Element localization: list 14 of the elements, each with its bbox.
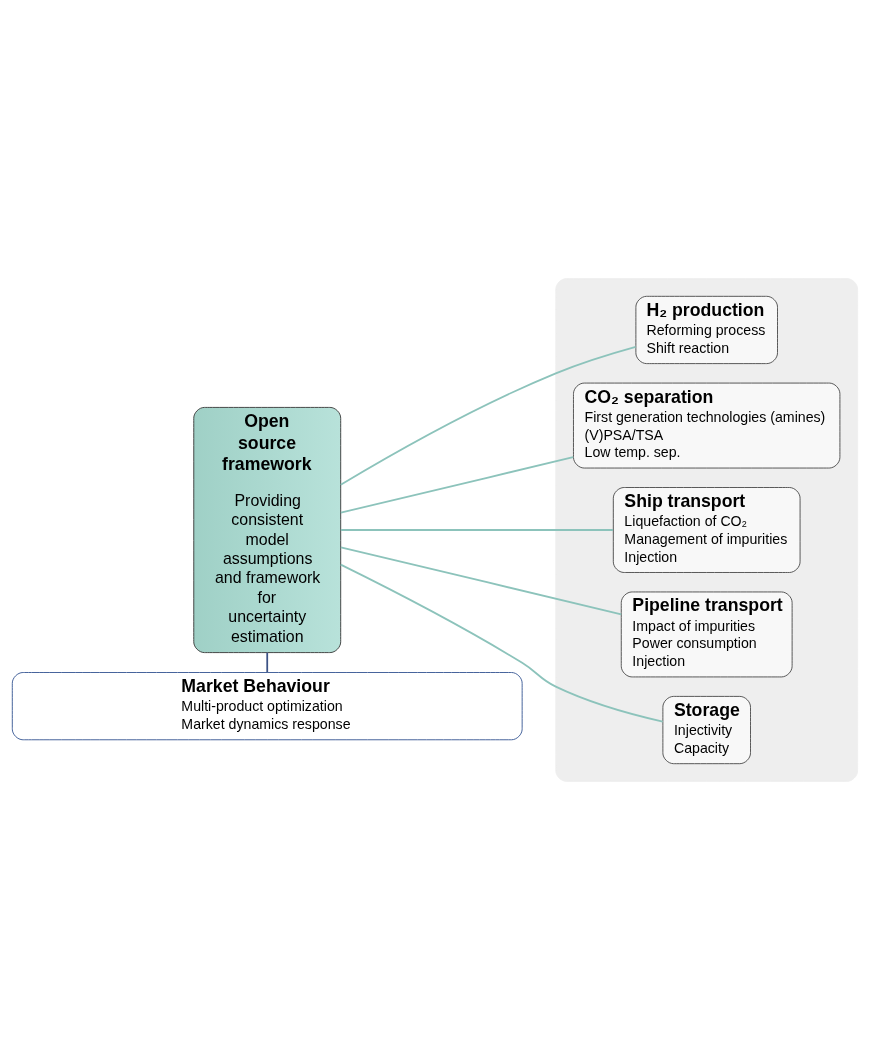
connector [340, 529, 614, 531]
node-box: Market Behaviour Multi-product optimization Market dynamics response [11, 672, 523, 741]
connector [340, 546, 623, 616]
connector [340, 456, 574, 514]
node-box: Ship transport Liquefaction of CO₂ Management of impurities Injection [612, 487, 801, 573]
cluster [555, 278, 859, 782]
connector [339, 563, 664, 723]
connector [266, 651, 269, 674]
connector [339, 345, 637, 486]
node-box: CO₂ separation First generation technologies (amines) (V)PSA/TSA Low temp. sep. [573, 382, 841, 469]
node-box: Pipeline transport Impact of impurities Power consumption Injection [620, 591, 793, 678]
node-box: H₂ production Reforming process Shift reaction [635, 295, 778, 365]
node-box: Open source framework Providing consistent model assumptions and framework for uncertainty estimation [193, 406, 342, 654]
node-box: Storage Injectivity Capacity [662, 695, 751, 765]
